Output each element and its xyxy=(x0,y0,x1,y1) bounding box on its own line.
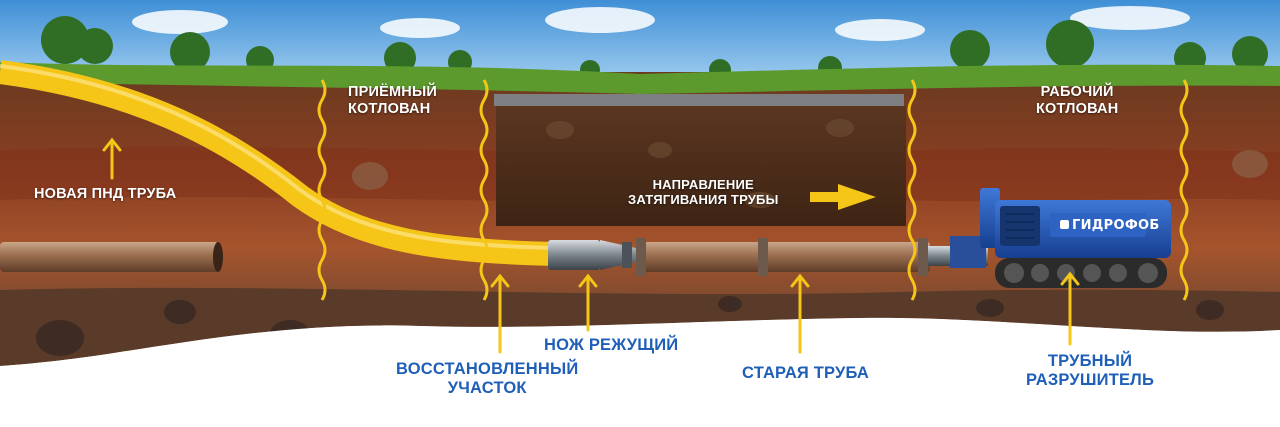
label-working-pit: РАБОЧИЙ КОТЛОВАН xyxy=(1036,84,1119,117)
old-pipe-left-end xyxy=(213,242,223,272)
cutting-head xyxy=(548,240,636,270)
gravel-layer xyxy=(0,287,1280,366)
pit-boundaries xyxy=(317,79,1189,301)
brand-icon xyxy=(1060,220,1069,229)
label-restored-section: ВОССТАНОВЛЕННЫЙ УЧАСТОК xyxy=(396,360,579,397)
label-new-pipe: НОВАЯ ПНД ТРУБА xyxy=(34,186,177,202)
new-pipe-arrow xyxy=(102,137,122,180)
pipe-collar-1 xyxy=(636,238,646,276)
old-pipe-left xyxy=(0,242,220,272)
label-cutter: НОЖ РЕЖУЩИЙ xyxy=(544,336,679,354)
machine-brand: ГИДРОФОБ xyxy=(1060,218,1160,233)
pipe-collar-3 xyxy=(918,238,928,276)
foreground-white xyxy=(0,317,1280,427)
old-pipe xyxy=(638,242,930,272)
label-receiving-pit: ПРИЁМНЫЙ КОТЛОВАН xyxy=(348,84,437,117)
label-old-pipe: СТАРАЯ ТРУБА xyxy=(742,364,870,382)
direction-arrow xyxy=(810,184,876,210)
label-bursting-machine: ТРУБНЫЙ РАЗРУШИТЕЛЬ xyxy=(1026,352,1155,389)
label-pull-direction: НАПРАВЛЕНИЕ ЗАТЯГИВАНИЯ ТРУБЫ xyxy=(628,177,779,207)
clouds xyxy=(132,6,1190,41)
callout-lines xyxy=(490,271,1080,354)
grass xyxy=(0,62,1280,94)
trench-top-slab xyxy=(494,94,904,106)
rocks xyxy=(36,150,1268,356)
new-hdpe-pipe xyxy=(0,60,561,266)
trench-rocks xyxy=(546,119,854,208)
pipe-collar-2 xyxy=(758,238,768,276)
pipe-bursting-machine xyxy=(950,188,1171,288)
